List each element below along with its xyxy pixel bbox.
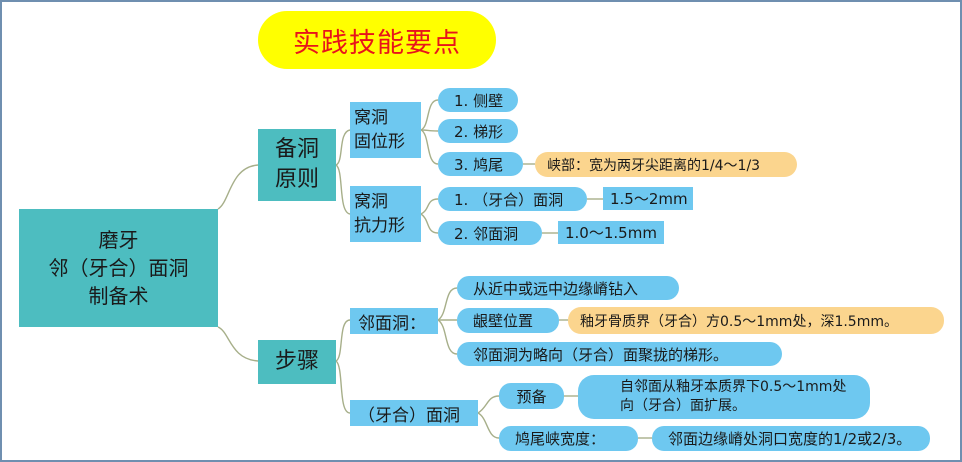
connector-occlusal-prep — [477, 395, 500, 414]
proximal-drill-entry[interactable]: 从近中或远中边缘嵴钻入 — [457, 276, 679, 300]
occlusal-prep-node[interactable]: 预备 — [499, 383, 564, 409]
proximal-shape-text: 邻面洞为略向（牙合）面聚拢的梯形。 — [473, 345, 729, 364]
connector-proximal-shape — [437, 319, 458, 355]
resistance-label-line2: 抗力形 — [354, 216, 405, 236]
proximal-cavity-label: 邻面洞： — [358, 313, 426, 334]
resistance-item-occlusal-label: 1. （牙合）面洞 — [454, 190, 564, 209]
principles-label-line1: 备洞 — [274, 137, 319, 162]
retention-item-side-wall-label: 1. 侧壁 — [454, 91, 504, 110]
occlusal-prep-label: 预备 — [516, 387, 547, 406]
connector-resistance-item1 — [420, 198, 439, 215]
occlusal-cavity-node[interactable]: （牙合）面洞 — [350, 400, 478, 426]
occlusal-prep-note[interactable]: 自邻面从釉牙本质界下0.5～1mm处 向（牙合）面扩展。 — [578, 375, 870, 419]
connector-resistance-item2 — [420, 213, 439, 234]
retention-item-dovetail[interactable]: 3. 鸠尾 — [438, 152, 523, 176]
connector-retention-item3 — [420, 129, 439, 165]
gingival-wall-position-label: 龈壁位置 — [473, 312, 534, 330]
principles-node[interactable]: 备洞 原则 — [258, 129, 336, 201]
retention-item-dovetail-label: 3. 鸠尾 — [454, 155, 504, 174]
dovetail-width-node[interactable]: 鸠尾峡宽度： — [499, 426, 638, 451]
occlusal-prep-note-line2: 向（牙合）面扩展。 — [620, 398, 746, 414]
principles-label-line2: 原则 — [274, 167, 319, 192]
resistance-proximal-value-text: 1.0～1.5mm — [565, 224, 657, 242]
resistance-occlusal-value[interactable]: 1.5～2mm — [603, 187, 693, 210]
dovetail-width-value-text: 邻面边缘嵴处洞口宽度的1/2或2/3。 — [668, 430, 912, 448]
retention-item-trapezoid[interactable]: 2. 梯形 — [438, 119, 518, 143]
steps-label: 步骤 — [274, 349, 319, 374]
root-node[interactable]: 磨牙 邻（牙合）面洞 制备术 — [19, 209, 218, 327]
retention-form-node[interactable]: 窝洞 固位形 — [350, 102, 421, 158]
occlusal-cavity-label: （牙合）面洞 — [358, 405, 460, 426]
connector-principles-resistance — [335, 164, 351, 215]
isthmus-note[interactable]: 峡部：宽为两牙尖距离的1/4～1/3 — [535, 152, 797, 177]
steps-node[interactable]: 步骤 — [258, 340, 336, 384]
gingival-wall-note-text: 釉牙骨质界（牙合）方0.5～1mm处，深1.5mm。 — [580, 313, 898, 330]
connector-steps-occlusal — [335, 360, 351, 414]
proximal-cavity-node[interactable]: 邻面洞： — [350, 308, 438, 334]
resistance-item-proximal[interactable]: 2. 邻面洞 — [438, 221, 542, 245]
root-label-line2: 邻（牙合）面洞 — [48, 256, 189, 280]
gingival-wall-note[interactable]: 釉牙骨质界（牙合）方0.5～1mm处，深1.5mm。 — [568, 307, 944, 334]
retention-item-trapezoid-label: 2. 梯形 — [454, 122, 504, 141]
retention-label-line1: 窝洞 — [354, 108, 388, 128]
resistance-item-occlusal[interactable]: 1. （牙合）面洞 — [438, 187, 587, 211]
retention-item-side-wall[interactable]: 1. 侧壁 — [438, 88, 518, 112]
occlusal-prep-note-line1: 自邻面从釉牙本质界下0.5～1mm处 — [620, 379, 847, 395]
dovetail-width-value[interactable]: 邻面边缘嵴处洞口宽度的1/2或2/3。 — [652, 426, 930, 451]
resistance-label-line1: 窝洞 — [354, 192, 388, 212]
resistance-item-proximal-label: 2. 邻面洞 — [454, 224, 519, 243]
root-label-line3: 制备术 — [88, 284, 149, 308]
root-label-line1: 磨牙 — [98, 228, 139, 252]
dovetail-width-label: 鸠尾峡宽度： — [515, 430, 606, 448]
connector-proximal-drill — [437, 287, 458, 321]
gingival-wall-position[interactable]: 龈壁位置 — [457, 308, 559, 333]
connector-principles-retention — [335, 129, 351, 166]
resistance-occlusal-value-text: 1.5～2mm — [610, 190, 688, 208]
isthmus-note-text: 峡部：宽为两牙尖距离的1/4～1/3 — [547, 157, 761, 174]
connector-root-principles — [217, 164, 259, 210]
proximal-shape[interactable]: 邻面洞为略向（牙合）面聚拢的梯形。 — [457, 342, 782, 366]
connector-root-steps — [217, 326, 259, 362]
connector-steps-proximal — [335, 319, 351, 362]
proximal-drill-entry-text: 从近中或远中边缘嵴钻入 — [473, 279, 639, 298]
resistance-form-node[interactable]: 窝洞 抗力形 — [350, 186, 421, 242]
resistance-proximal-value[interactable]: 1.0～1.5mm — [558, 221, 664, 244]
connector-retention-item1 — [420, 99, 439, 131]
connector-occlusal-dovetail — [477, 412, 500, 439]
page-title-text: 实践技能要点 — [293, 27, 461, 59]
page-title: 实践技能要点 — [258, 11, 496, 69]
retention-label-line2: 固位形 — [354, 132, 405, 152]
connector-retention-item2 — [420, 129, 439, 132]
